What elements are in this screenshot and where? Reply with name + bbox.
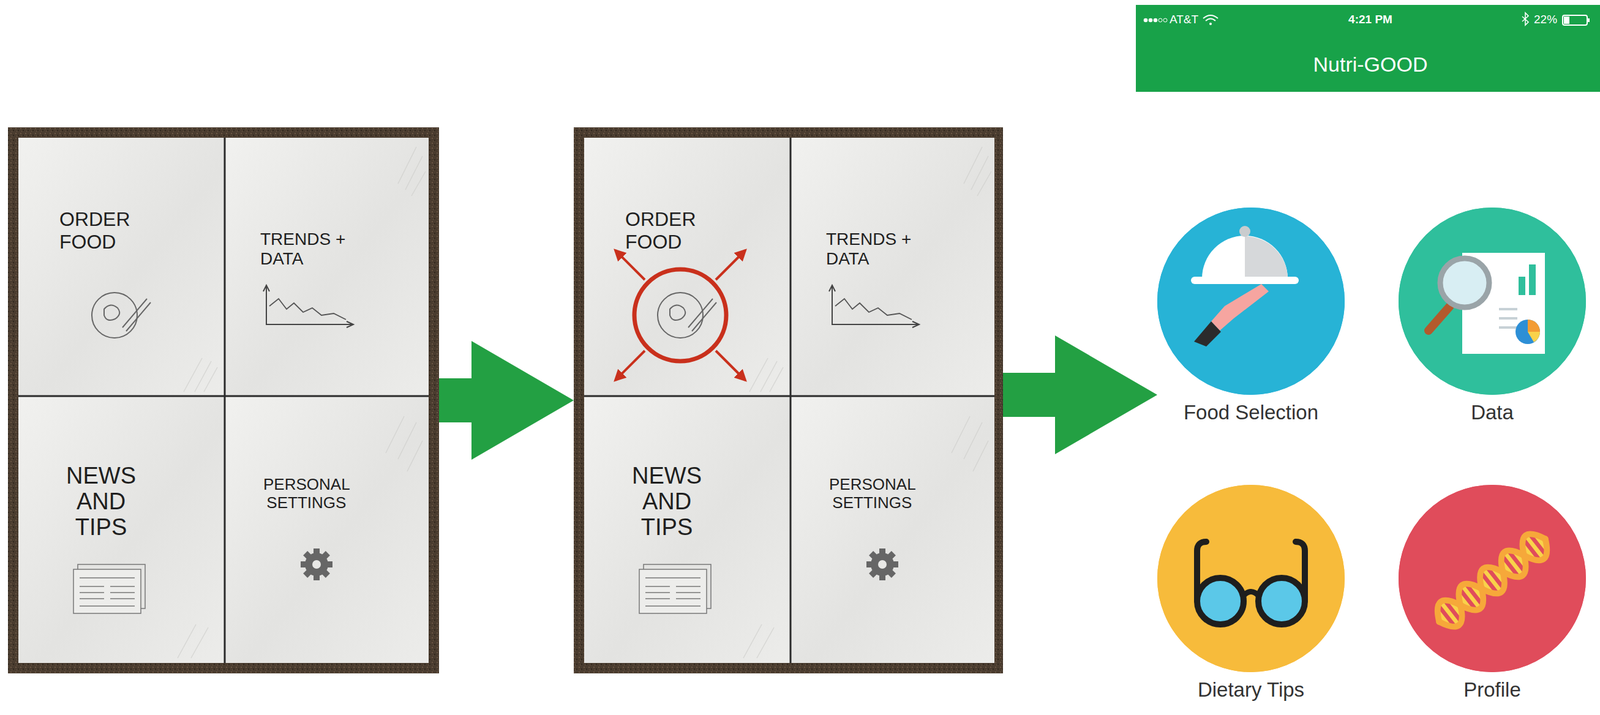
- sketch-label: NEWS AND TIPS: [66, 463, 136, 541]
- highlight-callout: [634, 269, 727, 362]
- data-icon: [1428, 306, 1450, 331]
- highlight-callout: [715, 250, 746, 280]
- data-icon: [1515, 319, 1540, 345]
- paper-sketch: [18, 137, 429, 664]
- battery-text: 22%: [1533, 12, 1558, 27]
- wifi-icon: [1203, 15, 1218, 21]
- signal-dots: [1143, 18, 1168, 23]
- menu-label: Data: [1470, 401, 1514, 425]
- highlight-callout: [715, 350, 746, 381]
- sketch-label: NEWS AND TIPS: [631, 463, 702, 541]
- signal-dots: [1143, 18, 1149, 23]
- flow-arrow: [1002, 335, 1158, 455]
- food-selection-icon: [1239, 225, 1251, 237]
- food-selection-icon: [1194, 321, 1221, 347]
- circle-outline: [1157, 207, 1345, 395]
- paper-sketch-panel: TRENDS + DATA: [224, 137, 429, 397]
- paper-sketch-panel: TRENDS + DATA: [790, 137, 995, 397]
- battery-icon: [1562, 15, 1588, 26]
- food-selection-icon: [1157, 207, 1345, 395]
- paper-sketch-panel: PERSONAL SETTINGS: [790, 396, 995, 664]
- wifi-icon: [1203, 15, 1218, 26]
- food-selection-icon: [1201, 235, 1288, 279]
- signal-dots: [1153, 18, 1158, 23]
- app-header: [1135, 4, 1600, 92]
- profile-icon: [1429, 527, 1555, 634]
- highlight-callout: [615, 250, 645, 280]
- data-icon: [1528, 264, 1536, 296]
- data-icon: [1398, 207, 1586, 395]
- sketch-photo: ORDER FOOD TRENDS + DATA NEWS AND TIPS PERS…: [573, 127, 1003, 674]
- profile-icon: [1429, 527, 1555, 634]
- food-selection-icon: [1157, 207, 1345, 395]
- data-icon: [1527, 331, 1540, 343]
- signal-dots: [1148, 18, 1154, 23]
- battery-icon: [1563, 16, 1570, 24]
- menu-icon-circle: Data: [1398, 207, 1586, 395]
- food-selection-icon: [1190, 276, 1299, 285]
- paper-sketch-panel: ORDER FOOD: [18, 137, 225, 397]
- menu-label: Dietary Tips: [1197, 678, 1305, 702]
- wifi-icon: [1209, 22, 1212, 26]
- dietary-tips-icon: [1157, 484, 1345, 673]
- highlight-callout: [615, 250, 746, 381]
- food-selection-icon: [1244, 236, 1288, 279]
- sketch-label: ORDER FOOD: [625, 208, 697, 254]
- paper-sketch: [584, 137, 995, 664]
- profile-icon: [1398, 484, 1586, 673]
- dietary-tips-icon: [1157, 484, 1345, 673]
- sketch-label: PERSONAL SETTINGS: [263, 475, 350, 513]
- photo-background: [7, 127, 440, 674]
- highlight-callout: [615, 350, 645, 381]
- menu-icon-circle: Food Selection: [1157, 207, 1345, 395]
- menu-icon-circle: Profile: [1398, 484, 1586, 673]
- sketch-label: PERSONAL SETTINGS: [829, 475, 916, 513]
- app-title: Nutri-GOOD: [1313, 52, 1428, 77]
- data-icon: [1440, 258, 1490, 308]
- profile-icon: [1429, 527, 1555, 634]
- data-icon: [1398, 207, 1586, 395]
- flow-arrow: [439, 341, 574, 460]
- paper-sketch-panel: PERSONAL SETTINGS: [224, 396, 429, 664]
- circle-outline: [1157, 484, 1345, 673]
- dietary-tips-icon: [1258, 578, 1305, 625]
- menu-icon-circle: Dietary Tips: [1157, 484, 1345, 673]
- photo-background: [573, 127, 1003, 674]
- sketch-label: ORDER FOOD: [59, 208, 131, 254]
- food-selection-icon: [1211, 284, 1269, 331]
- data-icon: [1518, 276, 1526, 296]
- app-header: [1135, 4, 1600, 92]
- menu-label: Food Selection: [1183, 401, 1319, 425]
- battery-icon: [1562, 15, 1590, 26]
- bluetooth-icon: [1522, 12, 1529, 26]
- dietary-tips-icon: [1197, 578, 1244, 625]
- paper-sketch-panel: NEWS AND TIPS: [18, 396, 225, 664]
- signal-dots: [1163, 18, 1168, 23]
- circle-outline: [1398, 484, 1586, 673]
- circle-outline: [1399, 485, 1586, 672]
- signal-dots: [1158, 18, 1163, 23]
- highlight-callout: [615, 250, 746, 381]
- carrier-text: AT&T: [1169, 12, 1199, 27]
- app-header-bar: AT&T 4:21 PM 22% Nutri-GOOD: [1135, 4, 1600, 92]
- menu-label: Profile: [1463, 678, 1522, 702]
- circle-outline: [1399, 208, 1586, 395]
- clock-text: 4:21 PM: [1348, 12, 1393, 27]
- paper-sketch-panel: ORDER FOOD: [584, 137, 791, 397]
- profile-icon: [1398, 484, 1586, 673]
- battery-icon: [1587, 18, 1590, 23]
- sketch-label: TRENDS + DATA: [826, 229, 931, 269]
- circle-outline: [1157, 485, 1345, 672]
- circle-outline: [1398, 207, 1586, 395]
- data-icon: [1527, 319, 1540, 332]
- profile-icon: [1434, 530, 1550, 631]
- sketch-photo: ORDER FOOD TRENDS + DATA NEWS AND TIPS PERS…: [7, 127, 440, 674]
- circle-outline: [1157, 208, 1345, 395]
- paper-sketch-panel: NEWS AND TIPS: [584, 396, 791, 664]
- data-icon: [1498, 309, 1518, 328]
- sketch-label: TRENDS + DATA: [260, 229, 365, 269]
